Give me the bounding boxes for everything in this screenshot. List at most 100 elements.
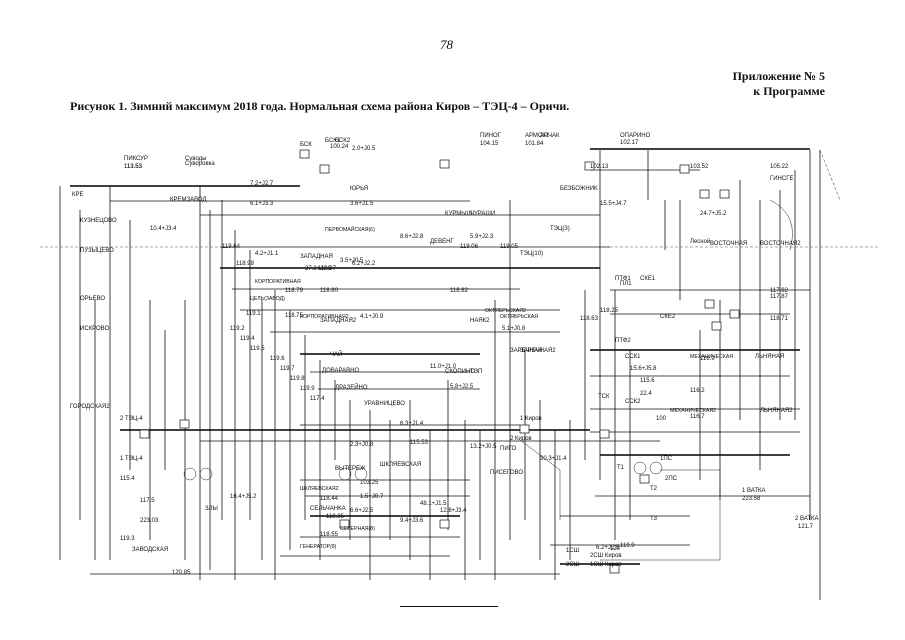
scheme-label: 2 ВАТКА bbox=[795, 516, 819, 522]
scheme-label: ССК1 bbox=[625, 354, 641, 360]
scheme-label: 118.55 bbox=[320, 532, 339, 538]
scheme-label: ТЭЦ(10) bbox=[520, 251, 543, 257]
scheme-label: ПИНОГ bbox=[480, 133, 502, 139]
scheme-label: ГИНСГЕ bbox=[770, 176, 793, 182]
scheme-label: 1 ТЭЦ-4 bbox=[120, 456, 143, 462]
appendix-caption: Приложение № 5 к Программе bbox=[733, 69, 825, 99]
scheme-label: СКЕ1 bbox=[640, 276, 656, 282]
scheme-label: 113.53 bbox=[124, 164, 143, 170]
scheme-switch bbox=[439, 159, 450, 169]
scheme-label: 118.75 bbox=[285, 313, 304, 319]
scheme-switch bbox=[339, 519, 350, 529]
scheme-label: КОРПОРАТИВНАЯ bbox=[255, 279, 301, 285]
scheme-path bbox=[600, 469, 721, 561]
scheme-label: 117.92 bbox=[770, 288, 789, 294]
scheme-label: КРЕМЗАВОД bbox=[170, 197, 207, 203]
scheme-label: 12.8+J3.4 bbox=[440, 508, 467, 514]
scheme-label: Т2 bbox=[650, 486, 658, 492]
scheme-label: ДОВАРАВНО bbox=[322, 368, 359, 374]
scheme-label: 2.0+J0.5 bbox=[352, 146, 376, 152]
scheme-label: 118.79 bbox=[285, 288, 304, 294]
scheme-label: 119.4 bbox=[240, 336, 255, 342]
scheme-label: ВОСТОЧНАЯ bbox=[710, 241, 747, 247]
scheme-label: ОПАРИНО bbox=[620, 133, 651, 139]
scheme-label: ВОСТОЧНАЯ2 bbox=[760, 241, 801, 247]
scheme-switch bbox=[711, 321, 722, 331]
scheme-label: 101.84 bbox=[525, 141, 544, 147]
scheme-label: СКЕ2 bbox=[660, 314, 676, 320]
scheme-label: 117.4 bbox=[310, 396, 325, 402]
scheme-line bbox=[819, 149, 841, 201]
scheme-label: 120 bbox=[610, 546, 621, 552]
scheme-label: 120.85 bbox=[172, 570, 191, 576]
scheme-label: 104.15 bbox=[480, 141, 499, 147]
scheme-label: ЛЬНЯНАЯ2 bbox=[760, 408, 793, 414]
scheme-label: 16.4+J5.2 bbox=[230, 494, 257, 500]
scheme-label: ЗАРЕЧНАЯ bbox=[510, 348, 542, 354]
scheme-label: КУЗНЕЦОВО bbox=[80, 218, 117, 224]
scheme-label: 118.25 bbox=[600, 308, 619, 314]
scheme-label: ОРЬЕВО bbox=[80, 296, 105, 302]
scheme-switch bbox=[639, 474, 650, 484]
scheme-switch bbox=[609, 564, 620, 574]
scheme-label: 119.6 bbox=[270, 356, 285, 362]
scheme-label: ССК2 bbox=[625, 399, 641, 405]
scheme-label: 118.44 bbox=[320, 496, 339, 502]
scheme-label: 1.5+J0.7 bbox=[360, 494, 384, 500]
scheme-label: ЗАРЕЧНАЯ2 bbox=[520, 348, 556, 354]
scheme-label: 27.2+J1.5 bbox=[305, 266, 332, 272]
page-number: 78 bbox=[440, 37, 453, 52]
scheme-label: 115.6 bbox=[640, 378, 655, 384]
scheme-switch bbox=[699, 189, 710, 199]
scheme-switch bbox=[319, 164, 330, 174]
scheme-label: 2СШ Киров bbox=[590, 553, 622, 559]
transformer-winding bbox=[649, 461, 663, 475]
scheme-label: 6.3+J1.4 bbox=[400, 421, 424, 427]
figure-title: Рисунок 1. Зимний максимум 2018 года. Но… bbox=[70, 99, 570, 113]
scheme-label: ЗЛЫ bbox=[205, 506, 218, 512]
scheme-switch bbox=[719, 189, 730, 199]
scheme-label: 102.17 bbox=[620, 140, 639, 146]
scheme-label: СЕВЕРНАЯ(8) bbox=[340, 526, 375, 532]
scheme-label: ЗАВОДСКАЯ bbox=[132, 547, 168, 553]
scheme-switch bbox=[299, 149, 310, 159]
scheme-label: 8.6+J2.8 bbox=[400, 234, 424, 240]
scheme-path bbox=[519, 439, 561, 520]
scheme-label: 6.1+J3.3 bbox=[250, 201, 274, 207]
scheme-label: 116.2 bbox=[690, 388, 705, 394]
scheme-label: 102.13 bbox=[590, 164, 609, 170]
scheme-label: БСК2 bbox=[335, 138, 351, 144]
scheme-label: 119.1 bbox=[246, 311, 261, 317]
transformer-winding bbox=[354, 467, 368, 481]
scheme-label: ЧУРАШИ bbox=[470, 211, 495, 217]
scheme-label: 119.64 bbox=[222, 244, 241, 250]
scheme-wires bbox=[40, 148, 880, 600]
appendix-line-2: к Программе bbox=[753, 84, 825, 98]
scheme-label: ПИГО bbox=[500, 446, 517, 452]
scheme-label: ПТФ2 bbox=[615, 338, 631, 344]
scheme-label: 24.7+J5.2 bbox=[700, 211, 727, 217]
scheme-label: НАЯК2 bbox=[470, 318, 490, 324]
scheme-label: ПУЗЫЦЕВО bbox=[80, 248, 114, 254]
scheme-label: Т3 bbox=[650, 516, 658, 522]
scheme-label: 103.25 bbox=[360, 480, 379, 486]
scheme-path bbox=[769, 199, 793, 251]
scheme-label: 119.3 bbox=[120, 536, 135, 542]
scheme-label: 103.52 bbox=[690, 164, 709, 170]
scheme-label: АРЧАК bbox=[540, 133, 560, 139]
scheme-label: ТСК bbox=[598, 394, 610, 400]
scheme-label: 48.1+J1.5 bbox=[420, 501, 447, 507]
transformer-winding bbox=[338, 467, 352, 481]
scheme-label: ЛЬНЯНАЯ bbox=[755, 354, 784, 360]
scheme-label: 119.8 bbox=[290, 376, 305, 382]
scheme-label: ЧАЙ bbox=[330, 350, 342, 358]
scheme-label: АРМСК1 bbox=[525, 133, 550, 139]
scheme-label: 100.24 bbox=[330, 144, 349, 150]
scheme-label: 119.5 bbox=[250, 346, 265, 352]
scheme-label: 119.05 bbox=[500, 244, 519, 250]
transformer-winding bbox=[199, 467, 213, 481]
scheme-label: БСК1 bbox=[325, 138, 341, 144]
scheme-label: ПИСЕГОВО bbox=[490, 470, 523, 476]
scheme-label: 1 Киров bbox=[520, 416, 542, 422]
scheme-label: 121.7 bbox=[798, 524, 814, 530]
